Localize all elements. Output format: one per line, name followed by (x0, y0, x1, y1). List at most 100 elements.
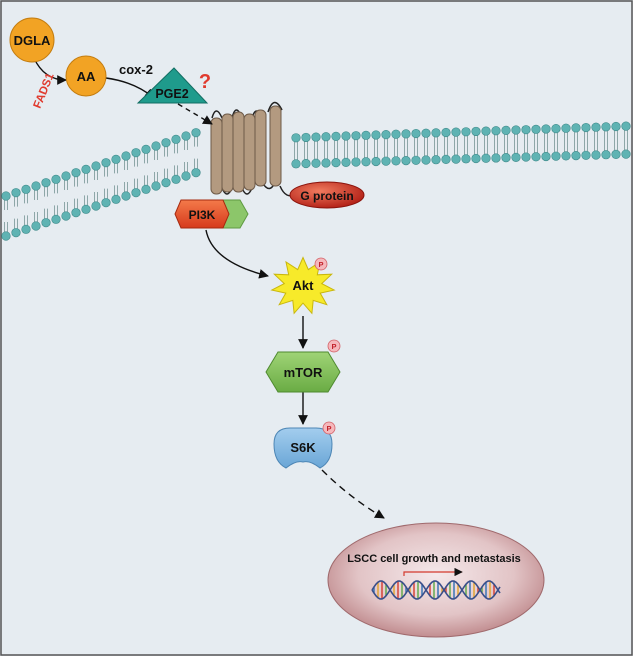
lipid-head (111, 154, 121, 164)
lipid-head (381, 130, 391, 140)
lipid-head (1, 191, 11, 201)
lipid-head (471, 153, 481, 164)
lipid-head (431, 155, 441, 165)
lipid-head (451, 127, 461, 137)
lipid-head (371, 156, 381, 167)
lipid-head (391, 156, 401, 166)
lipid-head (421, 128, 431, 138)
svg-text:P: P (318, 260, 323, 269)
lipid-head (521, 152, 531, 162)
lipid-head (411, 155, 421, 165)
lipid-head (161, 178, 171, 188)
lipid-head (351, 131, 361, 141)
svg-text:P: P (331, 342, 336, 351)
lipid-head (141, 144, 151, 154)
nucleus: LSCC cell growth and metastasis (327, 522, 545, 638)
lipid-head (171, 134, 181, 144)
lipid-head (171, 174, 181, 184)
lipid-head (181, 131, 191, 141)
lipid-head (61, 211, 71, 221)
lipid-head (501, 125, 511, 135)
lipid-head (131, 188, 141, 198)
lipid-head (141, 184, 151, 194)
s6k-label: S6K (290, 440, 316, 455)
lipid-head (411, 128, 421, 139)
nucleus-text: LSCC cell growth and metastasis (347, 553, 521, 565)
lipid-head (601, 150, 611, 160)
lipid-head (41, 218, 51, 228)
lipid-head (601, 122, 611, 132)
lipid-head (151, 141, 161, 151)
lipid-head (491, 126, 501, 136)
lipid-head (341, 131, 351, 141)
arrow-s6k-to-nucleus (321, 469, 385, 519)
lipid-head (401, 129, 411, 139)
lipid-head (311, 132, 321, 142)
lipid-head (581, 122, 591, 133)
lipid-head (191, 168, 201, 178)
cox2-label: cox-2 (119, 62, 153, 77)
lipid-head (351, 157, 361, 167)
lipid-head (531, 124, 541, 134)
lipid-head (571, 123, 581, 133)
lipid-head (521, 125, 531, 135)
lipid-head (621, 149, 631, 159)
question-mark: ? (199, 71, 211, 93)
lipid-head (491, 153, 501, 163)
pge2-node: PGE2 (136, 67, 209, 104)
dna-helix-icon (371, 580, 501, 600)
lipid-head (561, 151, 571, 161)
pi3k-node: PI3K (174, 199, 249, 229)
fads1-label: FADS1 (32, 71, 57, 110)
mtor-node: mTOR (265, 351, 341, 393)
lipid-head (31, 221, 41, 231)
lipid-head (181, 171, 191, 181)
lipid-head (511, 125, 521, 135)
lipid-head (361, 157, 371, 167)
lipid-head (321, 158, 331, 168)
lipid-head (481, 126, 491, 136)
aa-label: AA (77, 69, 96, 84)
lipid-head (121, 151, 131, 161)
lipid-head (291, 133, 301, 143)
lipid-head (541, 124, 551, 134)
lipid-head (511, 152, 521, 162)
lipid-head (331, 158, 341, 168)
lipid-head (61, 171, 71, 181)
lipid-head (151, 181, 161, 191)
lipid-head (471, 126, 481, 137)
lipid-head (51, 214, 61, 224)
lipid-head (71, 168, 81, 178)
phospho-badge-akt: P (314, 257, 328, 271)
lipid-head (501, 153, 511, 163)
lipid-head (561, 123, 571, 133)
lipid-head (331, 131, 341, 141)
cell-membrane (1, 121, 631, 241)
s6k-node: S6K (273, 427, 333, 469)
lipid-head (621, 121, 631, 131)
lipid-head (341, 157, 351, 167)
lipid-head (21, 184, 31, 194)
lipid-head (121, 191, 131, 201)
lipid-head (531, 152, 541, 162)
lipid-head (311, 158, 321, 168)
transcription-arrow (403, 567, 463, 577)
lipid-head (191, 128, 201, 138)
lipid-head (101, 198, 111, 208)
lipid-head (401, 155, 411, 166)
lipid-head (461, 154, 471, 164)
lipid-head (541, 151, 551, 162)
lipid-head (581, 150, 591, 160)
lipid-head (451, 154, 461, 164)
lipid-head (381, 156, 391, 166)
akt-node: Akt (270, 256, 336, 315)
lipid-head (591, 150, 601, 160)
phospho-badge-mtor: P (327, 339, 341, 353)
lipid-head (611, 149, 621, 160)
lipid-head (131, 148, 141, 158)
lipid-head (81, 164, 91, 174)
lipid-head (51, 174, 61, 184)
